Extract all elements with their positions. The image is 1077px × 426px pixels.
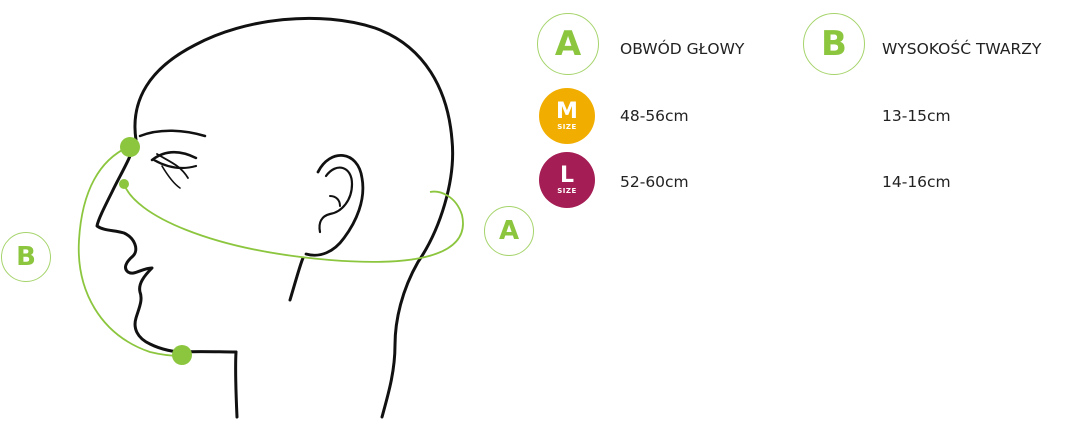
size-l-a-value: 52-60cm	[620, 173, 689, 191]
measurement-point-icon	[119, 179, 129, 189]
measurement-lines	[77, 146, 464, 357]
size-m-badge: M SIZE	[539, 88, 595, 144]
size-m-b-value: 13-15cm	[882, 107, 951, 125]
diagram-label-a: A	[484, 206, 534, 256]
legend-a-badge: A	[537, 13, 599, 75]
size-l-letter: L	[559, 163, 575, 188]
face-height-line-b	[77, 146, 183, 357]
diagram-label-b: B	[1, 232, 51, 282]
head-profile-icon	[95, 16, 455, 419]
measurement-point-icon	[120, 137, 140, 157]
legend-b-badge: B	[803, 13, 865, 75]
legend-a-title: OBWÓD GŁOWY	[620, 40, 745, 58]
size-m-letter: M	[556, 99, 578, 124]
size-l-sub: SIZE	[557, 187, 577, 195]
size-l-b-value: 14-16cm	[882, 173, 951, 191]
legend-b-title: WYSOKOŚĆ TWARZY	[882, 40, 1042, 58]
size-m-a-value: 48-56cm	[620, 107, 689, 125]
size-l-badge: L SIZE	[539, 152, 595, 208]
size-m-sub: SIZE	[557, 123, 577, 131]
measurement-point-icon	[172, 345, 192, 365]
circumference-line-a	[123, 183, 464, 263]
